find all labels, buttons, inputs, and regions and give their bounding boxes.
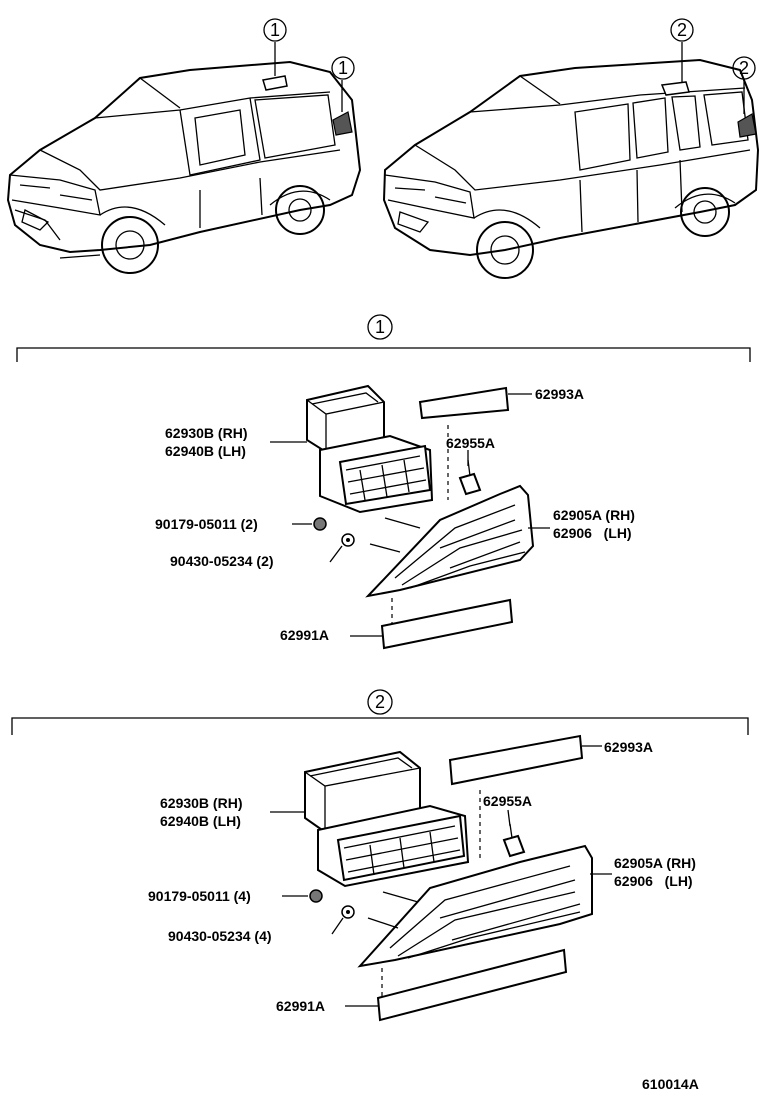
label-vent-rh: 62930B (RH): [160, 795, 242, 811]
nut-part: [341, 533, 355, 547]
callout-car-right-roof: 2: [670, 18, 694, 42]
section-2-header: 2: [11, 689, 749, 735]
vent-duct-part: [304, 750, 470, 888]
callout-car-left-roof: 1: [263, 18, 287, 42]
screw-part: [309, 889, 323, 903]
callout-number: 2: [677, 20, 687, 40]
garnish-part: [357, 844, 593, 968]
roof-vent-marker: [262, 75, 288, 91]
callout-car-right-rear: 2: [732, 56, 756, 80]
label-bottom-strip: 62991A: [276, 998, 325, 1014]
section-1-labels: 62993A 62930B (RH) 62940B (LH) 62955A 90…: [155, 386, 635, 643]
label-clip: 62955A: [446, 435, 495, 451]
top-strip-part: [418, 386, 510, 420]
section-number: 1: [375, 317, 385, 337]
screw-part: [313, 517, 327, 531]
callout-car-left-rear: 1: [331, 56, 355, 80]
bottom-strip-part: [376, 948, 568, 1022]
diagram-code: 610014A: [642, 1076, 699, 1092]
label-vent-lh: 62940B (LH): [160, 813, 241, 829]
label-screw: 90179-05011 (2): [155, 516, 258, 532]
label-nut: 90430-05234 (2): [170, 553, 274, 569]
top-strip-part: [448, 734, 584, 786]
vehicle-5-door-illustration: [382, 42, 760, 279]
bottom-strip-part: [380, 598, 514, 650]
label-garnish-rh: 62905A (RH): [614, 855, 696, 871]
nut-part: [341, 905, 355, 919]
section-number: 2: [375, 692, 385, 712]
clip-part: [458, 459, 482, 496]
rear-vent-marker: [737, 113, 757, 138]
vehicle-3-door-illustration: [6, 42, 362, 274]
callout-number: 1: [338, 58, 348, 78]
label-top-strip: 62993A: [604, 739, 653, 755]
rear-vent-marker: [332, 111, 353, 136]
section-2-parts: [270, 734, 612, 1022]
label-clip: 62955A: [483, 793, 532, 809]
section-2-labels: 62993A 62930B (RH) 62940B (LH) 62955A 90…: [148, 739, 696, 1014]
label-vent-lh: 62940B (LH): [165, 443, 246, 459]
clip-part: [502, 823, 526, 858]
garnish-part: [365, 484, 535, 598]
label-garnish-rh: 62905A (RH): [553, 507, 635, 523]
callout-number: 1: [270, 20, 280, 40]
label-vent-rh: 62930B (RH): [165, 425, 247, 441]
vent-duct-part: [306, 384, 434, 514]
label-nut: 90430-05234 (4): [168, 928, 272, 944]
label-garnish-lh: 62906 (LH): [553, 525, 632, 541]
callout-number: 2: [739, 58, 749, 78]
label-top-strip: 62993A: [535, 386, 584, 402]
roof-vent-marker: [660, 81, 690, 96]
section-1-parts: [270, 384, 550, 650]
section-1-header: 1: [16, 314, 751, 362]
label-screw: 90179-05011 (4): [148, 888, 251, 904]
label-garnish-lh: 62906 (LH): [614, 873, 693, 889]
label-bottom-strip: 62991A: [280, 627, 329, 643]
